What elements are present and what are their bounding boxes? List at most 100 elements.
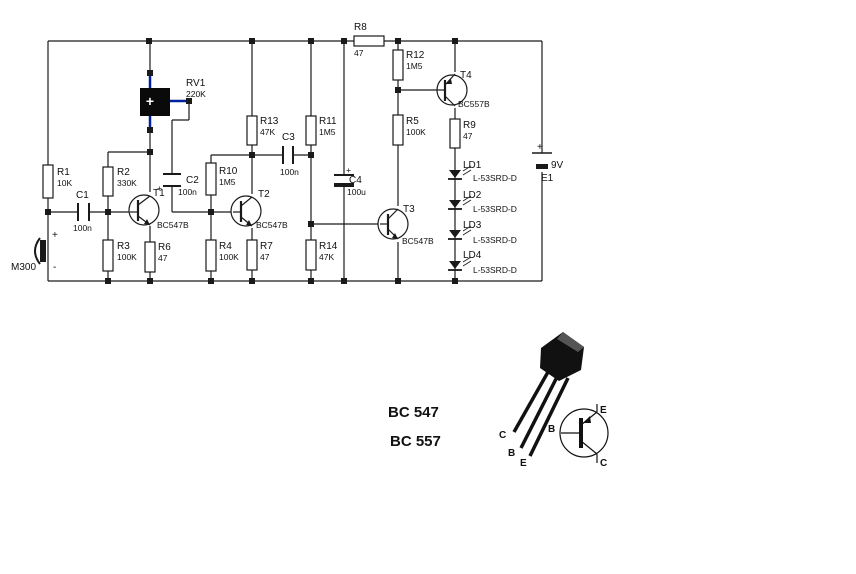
r8-ref: R8 xyxy=(354,22,367,33)
r10-value: 1M5 xyxy=(219,177,236,187)
to92-package-drawing: C B E xyxy=(499,332,584,469)
resistor-r5: R5 100K xyxy=(392,114,426,146)
ld2-type: L-53SRD-D xyxy=(473,204,517,214)
r4-value: 100K xyxy=(219,252,239,262)
r3-ref: R3 xyxy=(117,241,130,252)
resistor-r13: R13 47K xyxy=(246,115,279,146)
package-pin-b: B xyxy=(508,448,515,459)
resistor-r7: R7 47 xyxy=(246,239,273,271)
r12-value: 1M5 xyxy=(406,61,423,71)
led-ld2: LD2 L-53SRD-D xyxy=(448,190,517,214)
ld3-ref: LD3 xyxy=(463,220,482,231)
r7-ref: R7 xyxy=(260,241,273,252)
ld1-type: L-53SRD-D xyxy=(473,173,517,183)
r5-value: 100K xyxy=(406,127,426,137)
capacitor-c1: C1 100n xyxy=(73,190,92,233)
c4-ref: C4 xyxy=(349,175,362,186)
transistor-t4: T4 BC557B xyxy=(436,70,490,109)
symbol-pin-c: C xyxy=(600,458,607,469)
transistor-t1: T1 BC547B xyxy=(128,188,189,230)
wires xyxy=(47,40,543,282)
t3-ref: T3 xyxy=(403,204,415,215)
r6-value: 47 xyxy=(158,253,168,263)
package-pin-c: C xyxy=(499,430,506,441)
r1-value: 10K xyxy=(57,178,72,188)
r13-value: 47K xyxy=(260,127,275,137)
t2-ref: T2 xyxy=(258,189,270,200)
resistor-r10: R10 1M5 xyxy=(205,162,238,196)
t4-ref: T4 xyxy=(460,70,472,81)
resistor-r3: R3 100K xyxy=(102,239,137,272)
resistor-r2: R2 330K xyxy=(102,166,137,197)
capacitor-c4: + C4 100u xyxy=(334,165,366,197)
r1-ref: R1 xyxy=(57,167,70,178)
ld4-type: L-53SRD-D xyxy=(473,265,517,275)
r3-value: 100K xyxy=(117,252,137,262)
r4-ref: R4 xyxy=(219,241,232,252)
resistor-r11: R11 1M5 xyxy=(305,115,337,146)
resistor-r14: R14 47K xyxy=(305,239,338,271)
led-ld1: LD1 L-53SRD-D xyxy=(448,160,517,183)
r5-ref: R5 xyxy=(406,116,419,127)
symbol-pin-e: E xyxy=(600,405,607,416)
battery-plus: + xyxy=(537,142,543,153)
c2-ref: C2 xyxy=(186,175,199,186)
r2-value: 330K xyxy=(117,178,137,188)
potentiometer-rv1: + RV1 220K xyxy=(140,70,206,133)
resistor-r1: R1 10K xyxy=(42,164,72,199)
led-ld3: LD3 L-53SRD-D xyxy=(448,220,517,245)
t1-type: BC547B xyxy=(157,220,189,230)
microphone-m300: + - M300 xyxy=(11,230,58,281)
r11-value: 1M5 xyxy=(319,127,336,137)
r14-value: 47K xyxy=(319,252,334,262)
t2-type: BC547B xyxy=(256,220,288,230)
r14-ref: R14 xyxy=(319,241,338,252)
r13-ref: R13 xyxy=(260,116,279,127)
t4-type: BC557B xyxy=(458,99,490,109)
resistor-r6: R6 47 xyxy=(144,241,171,273)
battery-value: 9V xyxy=(551,160,564,171)
symbol-pin-b: B xyxy=(548,424,555,435)
pinout-bc557: BC 557 xyxy=(390,433,441,450)
rv1-value: 220K xyxy=(186,89,206,99)
battery-e1: + 9V E1 xyxy=(532,142,564,184)
transistor-t2: T2 BC547B xyxy=(230,189,288,230)
mic-minus: - xyxy=(53,262,56,273)
c1-ref: C1 xyxy=(76,190,89,201)
led-ld4: LD4 L-53SRD-D xyxy=(448,250,517,275)
c3-ref: C3 xyxy=(282,132,295,143)
c3-value: 100n xyxy=(280,167,299,177)
r9-value: 47 xyxy=(463,131,473,141)
ld3-type: L-53SRD-D xyxy=(473,235,517,245)
mic-plus: + xyxy=(52,230,58,241)
c4-value: 100u xyxy=(347,187,366,197)
ld4-ref: LD4 xyxy=(463,250,482,261)
r12-ref: R12 xyxy=(406,50,425,61)
capacitor-c2: + C2 100n xyxy=(157,173,199,197)
c2-plus: + xyxy=(157,183,162,193)
pinout-bc547: BC 547 xyxy=(388,404,439,421)
r2-ref: R2 xyxy=(117,167,130,178)
r6-ref: R6 xyxy=(158,242,171,253)
r9-ref: R9 xyxy=(463,120,476,131)
resistor-r12: R12 1M5 xyxy=(392,49,425,81)
capacitor-c3: C3 100n xyxy=(280,132,299,177)
battery-ref: E1 xyxy=(541,173,554,184)
pnp-symbol: B E C xyxy=(548,404,609,469)
transistor-t3: T3 BC547B xyxy=(377,204,434,246)
r11-ref: R11 xyxy=(319,116,337,127)
ld2-ref: LD2 xyxy=(463,190,482,201)
t1-ref: T1 xyxy=(153,188,165,199)
t3-type: BC547B xyxy=(402,236,434,246)
ld1-ref: LD1 xyxy=(463,160,482,171)
c2-value: 100n xyxy=(178,187,197,197)
pinout-labels: BC 547 BC 557 xyxy=(388,404,441,450)
r10-ref: R10 xyxy=(219,166,238,177)
rv1-plus: + xyxy=(146,93,154,109)
package-pin-e: E xyxy=(520,458,527,469)
resistor-r4: R4 100K xyxy=(205,239,239,272)
rv1-ref: RV1 xyxy=(186,78,206,89)
resistor-r8: R8 47 xyxy=(353,22,385,58)
r8-value: 47 xyxy=(354,48,364,58)
